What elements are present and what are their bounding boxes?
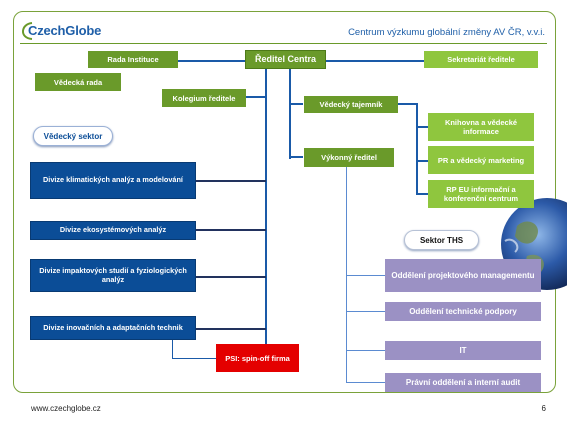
ths4-connector [346, 382, 385, 383]
vykonny-reditel-box: Výkonný ředitel [304, 148, 394, 167]
pr-marketing-box: PR a vědecký marketing [428, 146, 534, 174]
ths2-connector [346, 311, 385, 312]
division-klima-box: Divize klimatických analýz a modelování [30, 162, 196, 199]
logo: CzechGlobe [18, 20, 122, 42]
psi-vertical [172, 339, 173, 359]
logo-swoosh-icon [22, 22, 33, 40]
vedecka-rada-box: Vědecká rada [35, 73, 121, 91]
kolegium-box: Kolegium ředitele [162, 89, 246, 107]
sekretariat-box: Sekretariát ředitele [424, 51, 538, 68]
vedecky-tajemnik-box: Vědecký tajemník [304, 96, 398, 113]
division-inovace-box: Divize inovačních a adaptačních technik [30, 316, 196, 340]
green3-connector [416, 193, 428, 195]
green2-connector [416, 160, 428, 162]
division-impakt-box: Divize impaktových studií a fyziologický… [30, 259, 196, 292]
main-vertical-line [265, 66, 267, 357]
div3-connector [195, 276, 266, 278]
div4-connector [195, 328, 266, 330]
ths-pravni-box: Právní oddělení a interní audit [385, 373, 541, 392]
reditel-centra-box: Ředitel Centra [245, 50, 326, 69]
ths3-connector [346, 350, 385, 351]
header-divider [20, 43, 547, 44]
rp-eu-box: RP EU informační a konferenční centrum [428, 180, 534, 208]
ths1-connector [346, 275, 385, 276]
logo-text: CzechGlobe [28, 23, 102, 38]
green-right-vertical [416, 104, 418, 194]
psi-box: PSI: spin-off firma [216, 344, 299, 372]
ths-projekt-box: Oddělení projektového managementu [385, 259, 541, 292]
vykonny-connector [289, 156, 303, 158]
div2-connector [195, 229, 266, 231]
right-branch-vertical [289, 66, 291, 159]
tajemnik-right-connector [398, 103, 418, 105]
ths-vertical [346, 166, 347, 383]
rada-instituce-box: Rada Instituce [88, 51, 178, 68]
ths-it-box: IT [385, 341, 541, 360]
ths-technicke-box: Oddělení technické podpory [385, 302, 541, 321]
sektor-ths-label: Sektor THS [404, 230, 479, 250]
page-number: 6 [541, 404, 546, 413]
kolegium-connector [246, 96, 266, 98]
header-title: Centrum výzkumu globální změny AV ČR, v.… [348, 27, 545, 38]
knihovna-box: Knihovna a vědecké informace [428, 113, 534, 141]
division-ekosystem-box: Divize ekosystémových analýz [30, 221, 196, 240]
green1-connector [416, 126, 428, 128]
psi-horizontal [172, 358, 216, 359]
tajemnik-connector [289, 103, 303, 105]
footer-url: www.czechglobe.cz [31, 404, 101, 413]
div1-connector [195, 180, 266, 182]
vedecky-sektor-label: Vědecký sektor [33, 126, 113, 146]
